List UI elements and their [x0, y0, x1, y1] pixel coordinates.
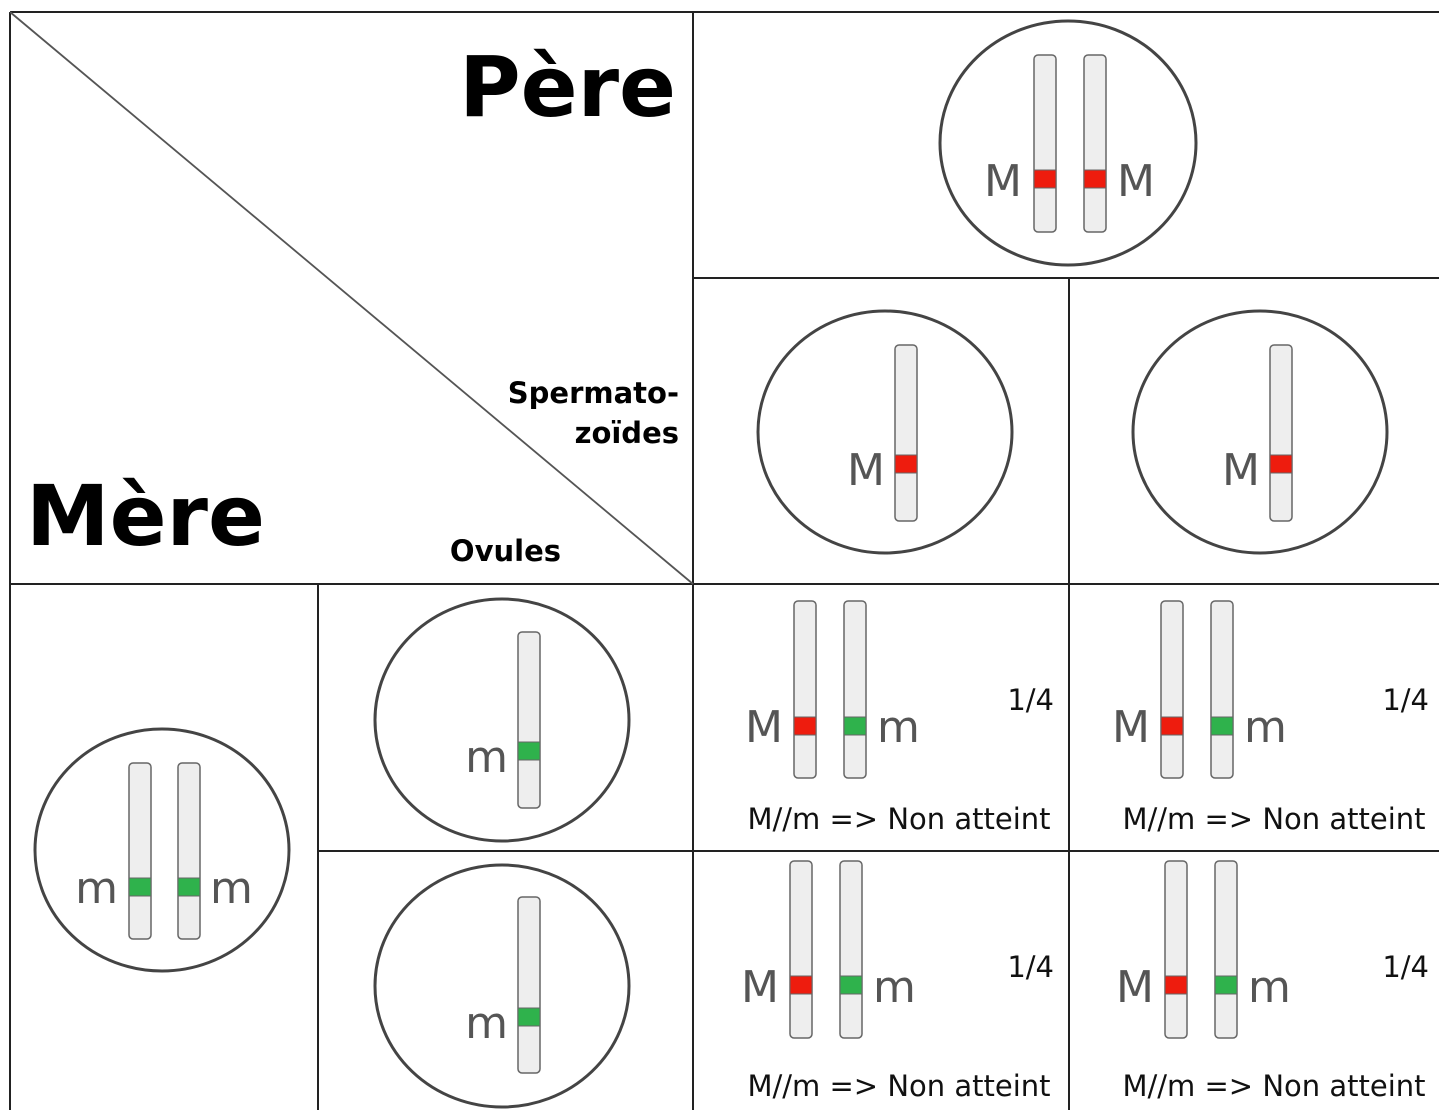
offspring-4-allele-band-right	[1214, 975, 1238, 995]
offspring-4-probability: 1/4	[1382, 950, 1429, 984]
sperm-header-line1: Spermato-	[508, 376, 679, 410]
father-cell-membrane	[938, 19, 1198, 267]
offspring-1-allele-band-left	[793, 716, 817, 736]
offspring-3-allele-band-left	[789, 975, 813, 995]
mother-allele-band-right	[177, 877, 201, 897]
offspring-1-probability: 1/4	[1007, 683, 1054, 717]
offspring-4-allele-label-left: M	[1116, 962, 1154, 1013]
offspring-2-chromosome-right	[1210, 600, 1234, 779]
sperm-cell-2: M	[1131, 309, 1389, 555]
grid-lines	[9, 11, 1439, 1110]
sperm-cell-1-chromosome	[894, 344, 918, 522]
mother-allele-label-right: m	[210, 863, 253, 914]
offspring-4-result: M//m => Non atteint	[1122, 1069, 1425, 1103]
offspring-cell-2: M m 1/4 M//m => Non atteint	[1112, 600, 1429, 836]
offspring-3-allele-band-right	[839, 975, 863, 995]
father-header: Père	[459, 38, 676, 136]
sperm-cell-1-membrane	[756, 309, 1014, 555]
ovum-cell-1-chromosome	[517, 631, 541, 809]
sperm-cell-1-allele-label: M	[847, 445, 885, 496]
sperm-cell-1-allele-band	[894, 454, 918, 474]
mother-allele-band-left	[128, 877, 152, 897]
offspring-1-chromosome-left	[793, 600, 817, 779]
offspring-2-allele-label-left: M	[1112, 702, 1150, 753]
offspring-3-chromosome-left	[789, 860, 813, 1039]
diagonal-separator	[9, 11, 694, 585]
ovum-cell-2-chromosome	[517, 896, 541, 1074]
ovum-cell-1: m	[373, 597, 631, 843]
offspring-2-allele-band-left	[1160, 716, 1184, 736]
sperm-cell-1: M	[756, 309, 1014, 555]
father-allele-label-right: M	[1117, 156, 1155, 207]
father-chromosome-right	[1083, 54, 1107, 233]
offspring-4-allele-band-left	[1164, 975, 1188, 995]
offspring-cell-1: M m 1/4 M//m => Non atteint	[745, 600, 1054, 836]
offspring-2-result: M//m => Non atteint	[1122, 802, 1425, 836]
offspring-4-chromosome-left	[1164, 860, 1188, 1039]
offspring-1-allele-label-right: m	[877, 702, 920, 753]
offspring-2-allele-band-right	[1210, 716, 1234, 736]
sperm-cell-2-membrane	[1131, 309, 1389, 555]
sperm-header-line2: zoïdes	[575, 416, 679, 450]
mother-chromosome-left	[128, 762, 152, 940]
mother-cell-membrane	[33, 727, 291, 973]
sperm-cell-2-allele-band	[1269, 454, 1293, 474]
ovum-cell-1-allele-band	[517, 741, 541, 761]
offspring-3-allele-label-left: M	[741, 962, 779, 1013]
offspring-cell-3: M m 1/4 M//m => Non atteint	[741, 860, 1054, 1103]
ovum-cell-2-membrane	[373, 863, 631, 1109]
ovum-cell-2: m	[373, 863, 631, 1109]
sperm-cell-2-allele-label: M	[1222, 445, 1260, 496]
father-allele-band-left	[1033, 169, 1057, 189]
ova-header: Ovules	[450, 534, 561, 568]
offspring-1-result: M//m => Non atteint	[747, 802, 1050, 836]
offspring-1-allele-label-left: M	[745, 702, 783, 753]
mother-allele-label-left: m	[75, 863, 118, 914]
offspring-4-allele-label-right: m	[1248, 962, 1291, 1013]
ovum-cell-1-allele-label: m	[465, 732, 508, 783]
offspring-cell-4: M m 1/4 M//m => Non atteint	[1116, 860, 1429, 1103]
mother-chromosome-right	[177, 762, 201, 940]
ovum-cell-1-membrane	[373, 597, 631, 843]
offspring-2-probability: 1/4	[1382, 683, 1429, 717]
offspring-2-allele-label-right: m	[1244, 702, 1287, 753]
father-allele-band-right	[1083, 169, 1107, 189]
offspring-4-chromosome-right	[1214, 860, 1238, 1039]
offspring-1-chromosome-right	[843, 600, 867, 779]
offspring-2-chromosome-left	[1160, 600, 1184, 779]
father-chromosome-left	[1033, 54, 1057, 233]
offspring-3-allele-label-right: m	[873, 962, 916, 1013]
father-allele-label-left: M	[984, 156, 1022, 207]
sperm-cell-2-chromosome	[1269, 344, 1293, 522]
offspring-1-allele-band-right	[843, 716, 867, 736]
mother-header: Mère	[26, 467, 265, 565]
ovum-cell-2-allele-label: m	[465, 998, 508, 1049]
father-cell: M M	[938, 19, 1198, 267]
mother-cell: m m	[33, 727, 291, 973]
offspring-3-chromosome-right	[839, 860, 863, 1039]
offspring-3-probability: 1/4	[1007, 950, 1054, 984]
ovum-cell-2-allele-band	[517, 1007, 541, 1027]
offspring-3-result: M//m => Non atteint	[747, 1069, 1050, 1103]
